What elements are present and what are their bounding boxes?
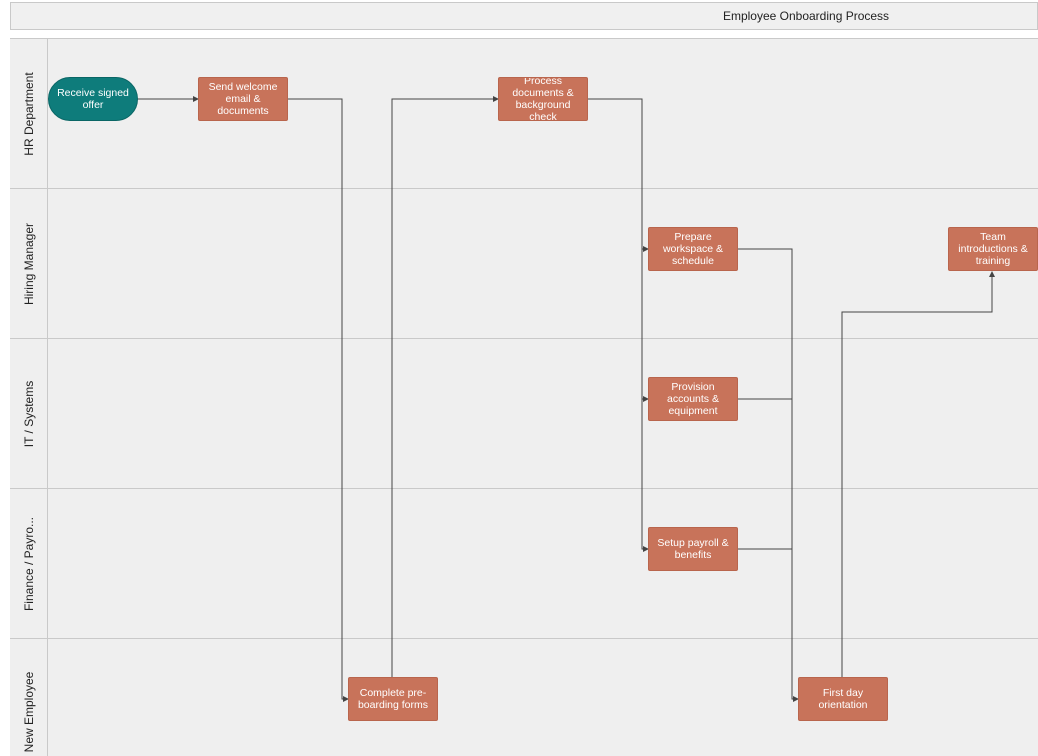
lane-divider <box>10 188 1038 189</box>
lane-divider <box>10 638 1038 639</box>
node-prepare-workspace[interactable]: Prepare workspace & schedule <box>648 227 738 271</box>
edge-preboarding-to-process-docs <box>391 96 499 677</box>
lane-header-hr: HR Department <box>10 39 48 188</box>
edge-process-docs-to-prepare-workspace <box>588 98 649 252</box>
node-process-documents[interactable]: Process documents & background check <box>498 77 588 121</box>
edge-prepare-workspace-to-first-day <box>738 248 799 702</box>
diagram-title: Employee Onboarding Process <box>722 9 890 23</box>
edge-first-day-to-team-intro <box>841 271 995 677</box>
node-setup-payroll[interactable]: Setup payroll & benefits <box>648 527 738 571</box>
node-first-day-orientation[interactable]: First day orientation <box>798 677 888 721</box>
edge-process-docs-to-payroll <box>641 399 649 552</box>
swimlane-pool <box>10 38 1038 756</box>
node-provision-accounts[interactable]: Provision accounts & equipment <box>648 377 738 421</box>
edge-send-welcome-to-preboarding <box>288 98 349 702</box>
diagram-title-bar: Employee Onboarding Process <box>10 2 1038 30</box>
lane-header-it: IT / Systems <box>10 339 48 488</box>
lane-header-new-employee: New Employee <box>10 639 48 756</box>
lane-divider <box>10 338 1038 339</box>
lane-header-hiring-manager: Hiring Manager <box>10 189 48 338</box>
node-send-welcome-email[interactable]: Send welcome email & documents <box>198 77 288 121</box>
node-complete-preboarding[interactable]: Complete pre-boarding forms <box>348 677 438 721</box>
node-receive-signed-offer[interactable]: Receive signed offer <box>48 77 138 121</box>
node-team-introductions[interactable]: Team introductions & training <box>948 227 1038 271</box>
edge-process-docs-to-provision <box>641 249 649 402</box>
lane-header-finance: Finance / Payro... <box>10 489 48 638</box>
lane-divider <box>10 488 1038 489</box>
